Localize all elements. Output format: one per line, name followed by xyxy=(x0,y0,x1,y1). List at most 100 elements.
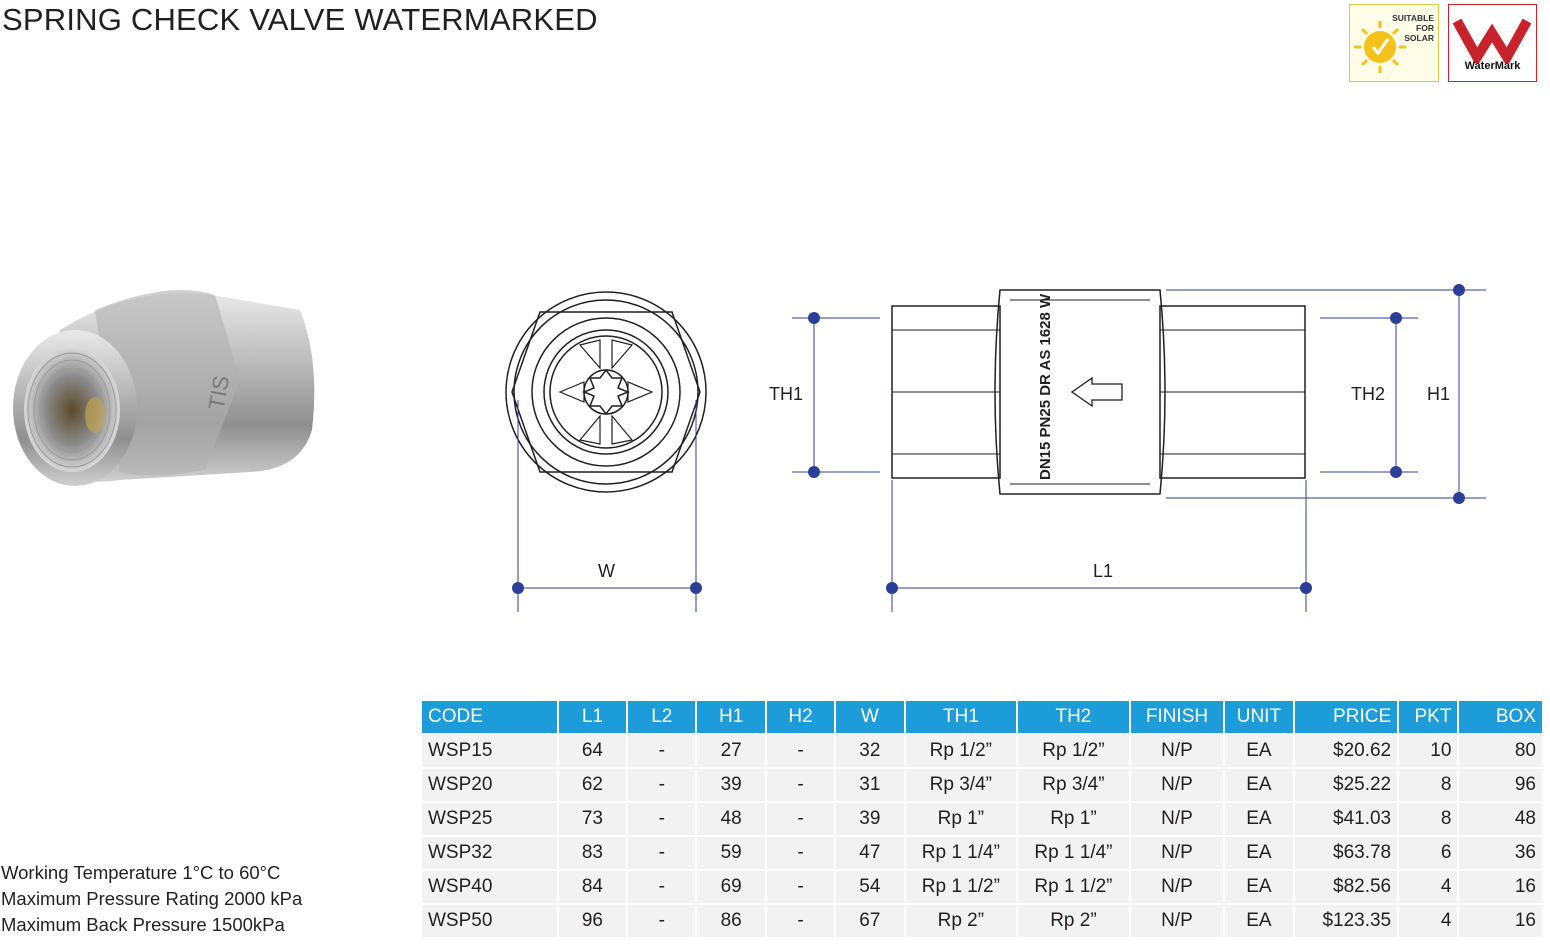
table-cell-price: $25.22 xyxy=(1294,769,1398,801)
table-cell-h1: 59 xyxy=(697,837,765,869)
table-cell-pkt: 4 xyxy=(1399,905,1458,937)
table-cell-unit: EA xyxy=(1225,837,1293,869)
table-cell-h1: 86 xyxy=(697,905,765,937)
table-cell-code: WSP15 xyxy=(422,735,557,767)
table-cell-th2: Rp 3/4” xyxy=(1018,769,1129,801)
table-cell-th1: Rp 1/2” xyxy=(905,735,1017,767)
table-cell-l1: 83 xyxy=(558,837,627,869)
dim-label-w: W xyxy=(598,561,615,581)
table-cell-pkt: 6 xyxy=(1399,837,1458,869)
column-header-code: CODE xyxy=(422,701,557,733)
technical-drawing: DN15 PN25 DR AS 1628 W W L1 TH1 TH2 H1 xyxy=(505,284,1486,612)
table-cell-price: $63.78 xyxy=(1294,837,1398,869)
table-cell-h2: - xyxy=(766,769,835,801)
column-header-l2: L2 xyxy=(628,701,696,733)
table-cell-th1: Rp 1 1/4” xyxy=(905,837,1017,869)
sun-icon xyxy=(1354,21,1406,73)
table-cell-l2: - xyxy=(628,905,696,937)
specifications: Working Temperature 1°C to 60°C Maximum … xyxy=(1,860,302,938)
table-cell-th2: Rp 2” xyxy=(1018,905,1129,937)
table-cell-l1: 62 xyxy=(558,769,627,801)
table-cell-l1: 96 xyxy=(558,905,627,937)
watermark-badge: WaterMark xyxy=(1448,4,1537,82)
table-cell-code: WSP20 xyxy=(422,769,557,801)
solar-badge-line: FOR xyxy=(1416,23,1434,33)
table-cell-l2: - xyxy=(628,871,696,903)
column-header-finish: FINISH xyxy=(1130,701,1224,733)
end-view-drawing xyxy=(505,291,707,493)
table-cell-box: 16 xyxy=(1459,871,1542,903)
table-cell-finish: N/P xyxy=(1130,803,1224,835)
dim-label-th2: TH2 xyxy=(1351,384,1385,404)
table-cell-w: 31 xyxy=(836,769,904,801)
table-cell-price: $82.56 xyxy=(1294,871,1398,903)
table-cell-th1: Rp 1 1/2” xyxy=(905,871,1017,903)
table-cell-l2: - xyxy=(628,735,696,767)
column-header-w: W xyxy=(836,701,904,733)
table-cell-price: $41.03 xyxy=(1294,803,1398,835)
table-cell-th1: Rp 1” xyxy=(905,803,1017,835)
column-header-h2: H2 xyxy=(766,701,835,733)
column-header-price: PRICE xyxy=(1294,701,1398,733)
table-cell-w: 67 xyxy=(836,905,904,937)
page-title: SPRING CHECK VALVE WATERMARKED xyxy=(2,2,598,37)
solar-badge-line: SOLAR xyxy=(1404,33,1434,43)
dim-label-l1: L1 xyxy=(1093,561,1113,581)
table-cell-pkt: 8 xyxy=(1399,803,1458,835)
table-cell-finish: N/P xyxy=(1130,905,1224,937)
table-cell-box: 96 xyxy=(1459,769,1542,801)
table-cell-unit: EA xyxy=(1225,735,1293,767)
table-cell-l1: 73 xyxy=(558,803,627,835)
table-cell-th2: Rp 1 1/4” xyxy=(1018,837,1129,869)
table-cell-box: 80 xyxy=(1459,735,1542,767)
table-cell-unit: EA xyxy=(1225,905,1293,937)
table-cell-code: WSP25 xyxy=(422,803,557,835)
table-cell-finish: N/P xyxy=(1130,837,1224,869)
spec-line: Maximum Pressure Rating 2000 kPa xyxy=(1,888,303,909)
table-cell-unit: EA xyxy=(1225,769,1293,801)
table-cell-code: WSP40 xyxy=(422,871,557,903)
column-header-h1: H1 xyxy=(697,701,765,733)
column-header-unit: UNIT xyxy=(1225,701,1293,733)
dim-label-th1: TH1 xyxy=(769,384,803,404)
column-header-l1: L1 xyxy=(558,701,627,733)
table-cell-th1: Rp 2” xyxy=(905,905,1017,937)
table-cell-h1: 27 xyxy=(697,735,765,767)
table-cell-l2: - xyxy=(628,837,696,869)
table-cell-h2: - xyxy=(766,837,835,869)
column-header-th2: TH2 xyxy=(1018,701,1129,733)
body-marking-text: DN15 PN25 DR AS 1628 W xyxy=(1037,293,1054,480)
table-cell-box: 36 xyxy=(1459,837,1542,869)
table-cell-th2: Rp 1/2” xyxy=(1018,735,1129,767)
table-cell-pkt: 10 xyxy=(1399,735,1458,767)
column-header-box: BOX xyxy=(1459,701,1542,733)
table-cell-l1: 84 xyxy=(558,871,627,903)
dim-label-h1: H1 xyxy=(1427,384,1450,404)
column-header-pkt: PKT xyxy=(1399,701,1458,733)
table-cell-l2: - xyxy=(628,769,696,801)
table-cell-w: 32 xyxy=(836,735,904,767)
table-cell-h2: - xyxy=(766,735,835,767)
side-view-drawing xyxy=(891,289,1306,495)
table-cell-h1: 69 xyxy=(697,871,765,903)
table-cell-h2: - xyxy=(766,871,835,903)
suitable-for-solar-badge: SUITABLE FOR SOLAR xyxy=(1349,4,1439,82)
spec-line: Maximum Back Pressure 1500kPa xyxy=(1,914,285,935)
table-cell-l1: 64 xyxy=(558,735,627,767)
table-cell-finish: N/P xyxy=(1130,871,1224,903)
table-cell-th2: Rp 1” xyxy=(1018,803,1129,835)
watermark-label: WaterMark xyxy=(1464,60,1521,72)
table-cell-l2: - xyxy=(628,803,696,835)
table-cell-box: 48 xyxy=(1459,803,1542,835)
column-header-th1: TH1 xyxy=(905,701,1017,733)
table-cell-h2: - xyxy=(766,905,835,937)
valve-product-photo: TIS xyxy=(13,290,315,486)
table-cell-code: WSP32 xyxy=(422,837,557,869)
